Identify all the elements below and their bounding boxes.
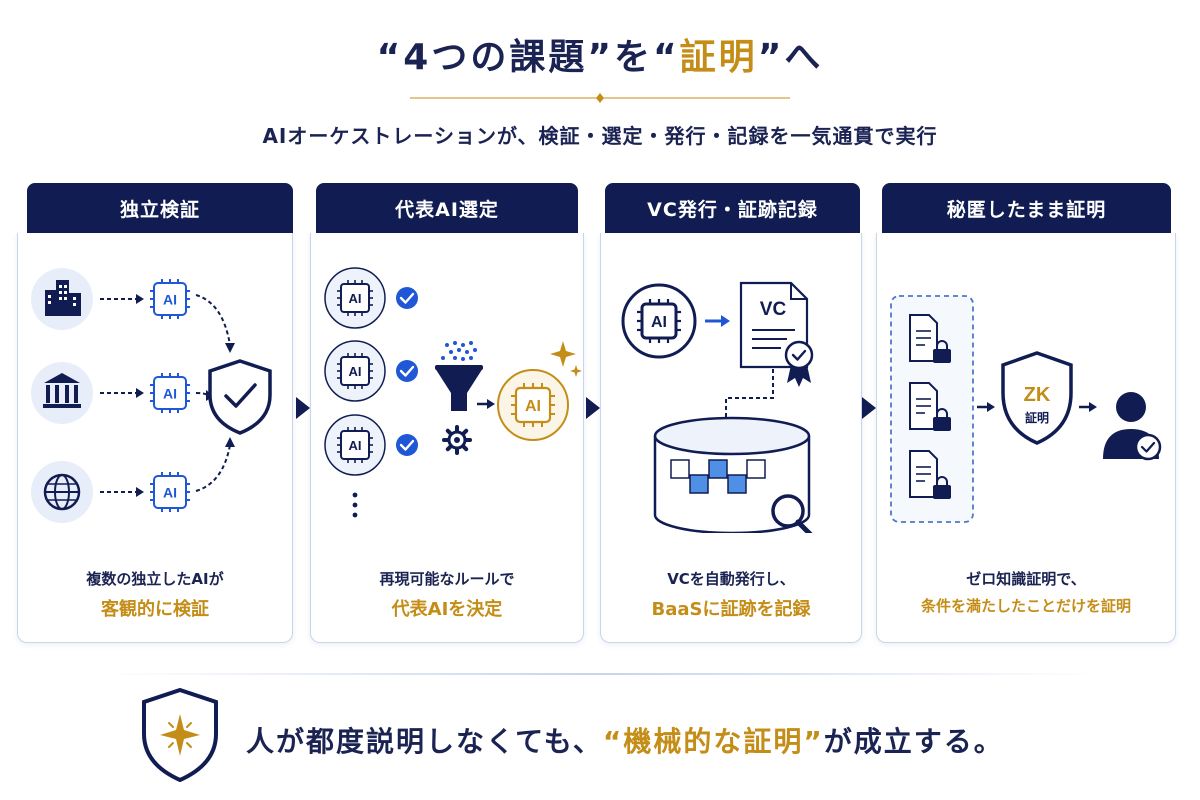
zk-shield-icon: ZK 証明 xyxy=(1001,351,1073,445)
ai-chip-icon: AI xyxy=(621,283,697,359)
svg-text:AI: AI xyxy=(349,291,362,306)
page-title: “4つの課題”を“証明”へ xyxy=(376,37,824,78)
ai-chip-icon: AI xyxy=(150,279,190,319)
ai-chip-icon: AI xyxy=(150,472,190,512)
svg-text:AI: AI xyxy=(525,398,541,415)
svg-text:AI: AI xyxy=(651,314,667,331)
selected-ai-chip-icon: AI xyxy=(497,369,569,441)
step-panel-independent-verification: AI AI AI 複数の独立したAIが 客観的に検証 xyxy=(17,233,293,643)
blockchain-icon xyxy=(670,459,766,494)
magnifier-icon xyxy=(771,494,813,533)
step-caption-line1: ゼロ知識証明で、 xyxy=(966,570,1086,588)
funnel-icon xyxy=(435,365,483,411)
check-badge-icon xyxy=(396,434,418,456)
step-header-independent-verification: 独立検証 xyxy=(27,183,293,233)
user-check-icon xyxy=(1103,392,1162,461)
step-panel-private-proof: ZK 証明 ゼロ知識証明で、 条件を満たしたことだけを証明 xyxy=(876,233,1176,643)
step-caption-line1: 複数の独立したAIが xyxy=(86,570,224,588)
step-caption-line2: 条件を満たしたことだけを証明 xyxy=(920,597,1131,615)
conclusion-text: 人が都度説明しなくても、“機械的な証明”が成立する。 xyxy=(246,725,1004,758)
step-caption-line2: 代表AIを決定 xyxy=(391,599,503,620)
ai-chip-icon: AI xyxy=(150,373,190,413)
svg-text:AI: AI xyxy=(349,438,362,453)
svg-text:AI: AI xyxy=(163,485,177,501)
sparkle-shield-icon xyxy=(142,687,218,782)
step-caption-line2: 客観的に検証 xyxy=(101,599,209,620)
locked-document-icon xyxy=(909,314,951,363)
title-highlight: 証明 xyxy=(679,37,758,78)
step-panel-representative-ai-selection: AI AI AI xyxy=(310,233,584,643)
bottom-divider xyxy=(100,673,1100,675)
flow-arrow-icon xyxy=(296,397,310,419)
globe-icon xyxy=(31,461,93,523)
diamond-icon xyxy=(596,93,604,103)
step-header-vc-issuance: VC発行・証跡記録 xyxy=(605,183,860,233)
title-divider xyxy=(410,93,790,103)
locked-document-icon xyxy=(909,450,951,499)
subtitle: AIオーケストレーションが、検証・選定・発行・記録を一気通貫で実行 xyxy=(262,124,938,148)
svg-text:AI: AI xyxy=(163,292,177,308)
step-header-representative-ai-selection: 代表AI選定 xyxy=(316,183,578,233)
ai-chip-icon: AI xyxy=(324,340,386,402)
svg-text:ZK: ZK xyxy=(1024,384,1051,406)
svg-text:AI: AI xyxy=(349,364,362,379)
check-badge-icon xyxy=(396,287,418,309)
shield-check-icon xyxy=(208,359,272,435)
building-icon xyxy=(31,268,93,330)
step-caption-line2: BaaSに証跡を記録 xyxy=(651,599,811,620)
ellipsis-icon xyxy=(352,492,358,518)
step-caption-line1: VCを自動発行し、 xyxy=(667,570,795,588)
locked-document-icon xyxy=(909,382,951,431)
ai-chip-icon: AI xyxy=(324,267,386,329)
particles-icon xyxy=(441,341,477,361)
certificate-icon: VC xyxy=(739,281,814,387)
gear-icon xyxy=(442,425,472,455)
svg-text:証明: 証明 xyxy=(1025,410,1049,425)
check-badge-icon xyxy=(396,360,418,382)
step-header-private-proof: 秘匿したまま証明 xyxy=(882,183,1171,233)
conclusion-highlight: “機械的な証明” xyxy=(602,725,824,758)
svg-text:AI: AI xyxy=(163,386,177,402)
flow-arrow-icon xyxy=(586,397,600,419)
step-panel-vc-issuance: AI VC xyxy=(600,233,862,643)
svg-text:VC: VC xyxy=(760,299,787,320)
sparkle-icon xyxy=(550,341,582,377)
bank-icon xyxy=(31,362,93,424)
step-caption-line1: 再現可能なルールで xyxy=(379,570,515,588)
flow-arrow-icon xyxy=(862,397,876,419)
ai-chip-icon: AI xyxy=(324,414,386,476)
